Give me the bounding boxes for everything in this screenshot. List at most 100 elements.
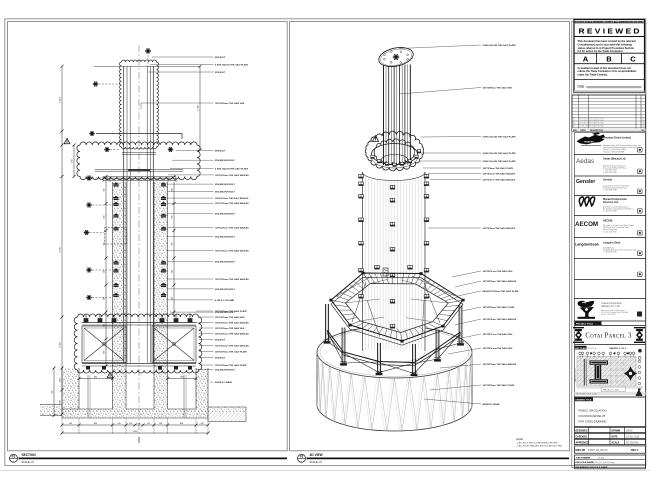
svg-text:PUBLIC CIRCULATION: PUBLIC CIRCULATION	[579, 409, 607, 413]
svg-text:300: 300	[104, 350, 106, 354]
svg-text:150: 150	[147, 423, 150, 425]
svg-text:T +853 2833 1710: T +853 2833 1710	[603, 252, 617, 254]
svg-text:Macau Professional: Macau Professional	[603, 198, 627, 201]
svg-text:No. 411-417, Dynasty Plaza 13/: No. 411-417, Dynasty Plaza 13/F Macau	[603, 208, 633, 211]
svg-text:125*125*6mm THK GALV ANGLES: 125*125*6mm THK GALV ANGLES	[483, 280, 517, 283]
svg-text:150*150*8mm THK GALV PLATE: 150*150*8mm THK GALV PLATE	[215, 310, 247, 313]
svg-text:300: 300	[104, 296, 106, 300]
svg-text:300: 300	[172, 214, 174, 218]
svg-text:100: 100	[137, 423, 140, 425]
svg-text:150*150*8mm THK GALV SHS: 150*150*8mm THK GALV SHS	[483, 87, 513, 90]
svg-text:This document has been rev: This document has been revised by the re…	[578, 39, 636, 43]
svg-text:DATE: DATE	[581, 129, 587, 132]
svg-text:T +853 2870 0168: T +853 2870 0168	[603, 211, 617, 213]
svg-text:4 SHS 150x150 THK GALV PLATE: 4 SHS 150x150 THK GALV PLATE	[483, 152, 517, 155]
svg-text:125*125*6mm THK GALV SHS: 125*125*6mm THK GALV SHS	[215, 327, 245, 330]
svg-text:1. ALL BOLT SHOULD BE FIXING O: 1. ALL BOLT SHOULD BE FIXING ON SITE,	[517, 441, 559, 444]
svg-text:125*125*6mm THK GALV PLATE: 125*125*6mm THK GALV PLATE	[483, 306, 515, 309]
svg-text:125*125*6mm THK GALV ANGLES: 125*125*6mm THK GALV ANGLES	[483, 318, 517, 321]
svg-text:12 JUN 2015: 12 JUN 2015	[580, 117, 591, 119]
svg-text:51525_FD_B1010: 51525_FD_B1010	[588, 449, 608, 452]
svg-text:200: 200	[69, 423, 72, 425]
svg-text:Gensler: Gensler	[603, 179, 612, 182]
svg-text:M16 BOLT: M16 BOLT	[215, 358, 226, 360]
svg-text:C: C	[630, 55, 636, 64]
svg-text:125*75*8mm THK GALV PLATE: 125*75*8mm THK GALV PLATE	[483, 167, 514, 170]
svg-text:02: 02	[300, 454, 304, 458]
svg-text:125*125*6 mm THK GALV SHS: 125*125*6 mm THK GALV SHS	[483, 270, 513, 273]
svg-text:(Macau) CO. LTD.: (Macau) CO. LTD.	[601, 305, 621, 308]
svg-text:M16 ANCHOR BOLT: M16 ANCHOR BOLT	[215, 191, 235, 194]
svg-text:APPROVED: APPROVED	[576, 441, 589, 444]
svg-text:Services Ltd.: Services Ltd.	[603, 201, 619, 204]
svg-text:AS SHOWN: AS SHOWN	[626, 441, 639, 444]
svg-text:300: 300	[60, 399, 62, 403]
svg-text:3D VIEW: 3D VIEW	[310, 453, 323, 457]
svg-text:Aedas (Macau) Ltd.: Aedas (Macau) Ltd.	[603, 158, 626, 161]
svg-text:125*125*6mm THK GALV ANGLES: 125*125*6mm THK GALV ANGLES	[483, 363, 517, 366]
svg-text:138 Shatin Rural Committee Roa: 138 Shatin Rural Committee Road	[603, 226, 629, 229]
svg-text:DESCRIPTION: DESCRIPTION	[590, 130, 604, 132]
svg-text:1,780: 1,780	[198, 104, 200, 110]
svg-text:125*125*6 mm THK GALV SHS: 125*125*6 mm THK GALV SHS	[483, 347, 513, 350]
svg-text:864: 864	[180, 376, 184, 378]
svg-text:200: 200	[200, 423, 203, 425]
svg-text:125*125*6mm THK GALV ANGLES: 125*125*6mm THK GALV ANGLES	[215, 278, 249, 281]
svg-text:125*125*6mm THK GALV ANGLES: 125*125*6mm THK GALV ANGLES	[215, 202, 249, 205]
svg-text:DATE: DATE	[612, 435, 619, 438]
svg-text:21/F AIA Tower: 21/F AIA Tower	[603, 247, 615, 250]
svg-text:1,000: 1,000	[60, 341, 62, 347]
svg-text:LW: LW	[642, 125, 645, 127]
svg-text:China Law Building 21/F Maca: China Law Building 21/F Macau	[603, 168, 627, 170]
svg-text:1,519: 1,519	[60, 96, 62, 102]
svg-text:125*125*6mm THK GALV ANGLES: 125*125*6mm THK GALV ANGLES	[215, 249, 249, 252]
svg-text:51525_FD_B1010.dwg: 51525_FD_B1010.dwg	[592, 462, 615, 464]
svg-text:LWKD: LWKD	[626, 430, 633, 432]
svg-text:M16 ANCHOR BOLT: M16 ANCHOR BOLT	[215, 183, 235, 186]
svg-text:SCALE 1:5: SCALE 1:5	[310, 461, 323, 464]
svg-text:JOB NUMBER: JOB NUMBER	[576, 458, 591, 460]
svg-text:AECOM: AECOM	[603, 220, 612, 223]
svg-text:4 SHS 150x150 THK GALV PLATE: 4 SHS 150x150 THK GALV PLATE	[483, 136, 517, 139]
svg-text:A2: A2	[573, 122, 575, 125]
svg-text:Consultant review of this d: Consultant review of this document does …	[578, 67, 632, 70]
svg-text:B: B	[606, 55, 612, 64]
svg-text:PROJECT TITLE: PROJECT TITLE	[576, 324, 594, 326]
svg-text:LW: LW	[642, 117, 645, 119]
svg-text:M16 ANCHOR BOLT: M16 ANCHOR BOLT	[215, 369, 235, 372]
svg-text:FOR STEEL DRAWING: FOR STEEL DRAWING	[579, 420, 607, 424]
svg-text:Gensler: Gensler	[576, 179, 595, 185]
svg-text:3 JUL 2015: 3 JUL 2015	[580, 125, 590, 127]
svg-text:M16 ANCHOR BOLT: M16 ANCHOR BOLT	[215, 235, 235, 238]
svg-text:Macau, T 2870 5515: Macau, T 2870 5515	[601, 314, 616, 316]
svg-text:01: 01	[12, 454, 16, 458]
svg-text:2,864: 2,864	[132, 431, 138, 433]
svg-text:-: -	[598, 436, 599, 438]
svg-text:4 300 R.C COLUMN: 4 300 R.C COLUMN	[215, 299, 235, 302]
svg-text:SCALE: SCALE	[612, 441, 620, 444]
svg-text:A0: A0	[573, 116, 575, 119]
svg-text:200: 200	[159, 423, 162, 425]
svg-text:AECOM: AECOM	[575, 221, 598, 228]
svg-text:DO NOT SCALE DRAWING. VERIFY A: DO NOT SCALE DRAWING. VERIFY ALL DIMENSI…	[575, 20, 643, 23]
svg-text:F +853 2835 5205: F +853 2835 5205	[603, 172, 617, 174]
svg-text:M16 BOLT: M16 BOLT	[215, 150, 226, 152]
svg-text:KEY PLAN: KEY PLAN	[575, 347, 586, 350]
svg-text:125*75*6mm THK GALV ANGLES: 125*75*6mm THK GALV ANGLES	[483, 227, 516, 230]
svg-text:300: 300	[104, 214, 106, 218]
svg-text:A1: A1	[573, 119, 575, 122]
svg-text:450: 450	[72, 158, 74, 162]
svg-text:18 JUN 2015: 18 JUN 2015	[580, 120, 591, 122]
svg-text:-: -	[598, 442, 599, 444]
svg-text:FOUNTAIN DETAIL 25: FOUNTAIN DETAIL 25	[579, 414, 606, 418]
svg-text:T +853 2833 1113: T +853 2833 1113	[603, 170, 617, 172]
svg-text:LW: LW	[642, 123, 645, 125]
svg-text:Aedas: Aedas	[576, 158, 594, 165]
svg-text:relieve the Trade Contractor: relieve the Trade Contractor of its resp…	[578, 70, 638, 73]
svg-text:PARCEL 1, LOT 1: PARCEL 1, LOT 1	[574, 368, 577, 382]
svg-text:300: 300	[104, 187, 106, 191]
svg-text:125*125 6mm THK GALV ANGLES: 125*125 6mm THK GALV ANGLES	[215, 197, 249, 200]
svg-text:125*125*6mm THK GALV SHS: 125*125*6mm THK GALV SHS	[215, 316, 245, 319]
svg-text:Venetian Orient Limited: Venetian Orient Limited	[603, 137, 631, 140]
svg-text:T +852 2599 8788: T +852 2599 8788	[603, 190, 617, 192]
